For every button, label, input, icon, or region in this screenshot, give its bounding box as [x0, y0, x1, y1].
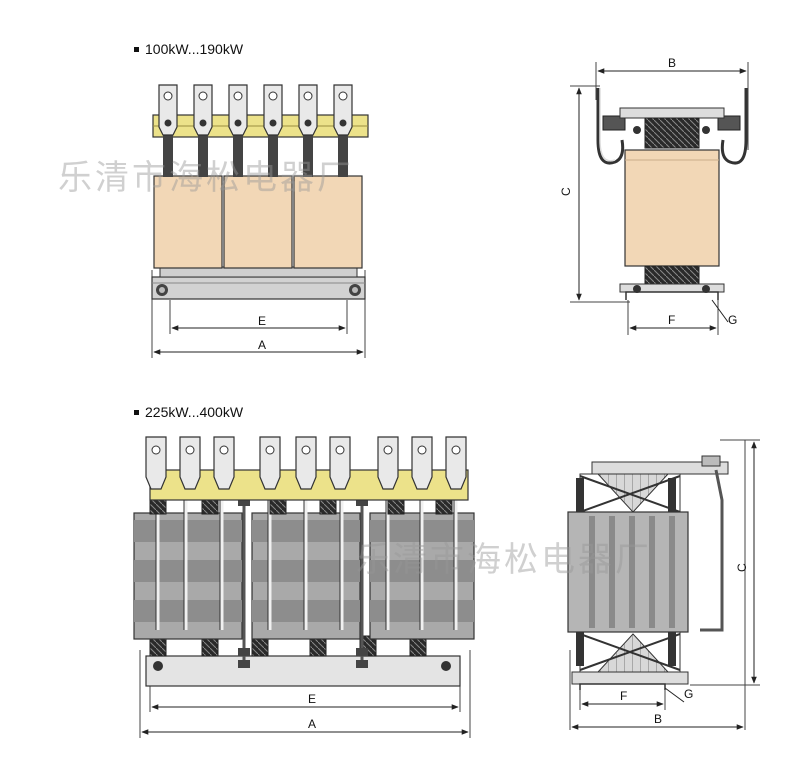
terminal-lug [193, 84, 213, 136]
terminal-lug [145, 436, 167, 490]
dim-label-c-small: C [559, 187, 573, 196]
dim-label-g-small: G [728, 313, 737, 327]
dim-label-f-large: F [620, 689, 627, 703]
terminal-lug [445, 436, 467, 490]
dim-label-f-small: F [668, 313, 675, 327]
dim-label-g-large: G [684, 687, 693, 701]
dim-label-e-small: E [258, 314, 266, 328]
heading-text-large: 225kW...400kW [145, 404, 244, 420]
terminal-lug [263, 84, 283, 136]
coil-side [624, 149, 720, 267]
dim-label-a-large: A [308, 717, 316, 731]
coil [153, 175, 223, 269]
terminal-lug [158, 84, 178, 136]
terminal-lug [298, 84, 318, 136]
mounting-bolt-icon [441, 661, 451, 671]
dim-label-b-small: B [668, 56, 676, 70]
terminal-lug [377, 436, 399, 490]
section-heading-large: 225kW...400kW [134, 404, 243, 420]
heading-text-small: 100kW...190kW [145, 41, 244, 57]
terminal-lug [179, 436, 201, 490]
large-front-view [133, 436, 475, 738]
coil [293, 175, 363, 269]
coil [223, 175, 293, 269]
small-side-view [570, 62, 749, 335]
mounting-bolt-icon [153, 661, 163, 671]
base-channel [151, 276, 366, 300]
terminal-lug [228, 84, 248, 136]
bolt-icon [702, 126, 710, 134]
section-heading-small: 100kW...190kW [134, 41, 243, 57]
coil-side [567, 511, 689, 633]
dim-label-a-small: A [258, 338, 266, 352]
terminal-lug [213, 436, 235, 490]
bullet-icon [134, 409, 139, 415]
coil-block [133, 512, 243, 640]
terminal-lug [329, 436, 351, 490]
small-front-view [151, 84, 369, 358]
dim-label-c-large: C [735, 563, 749, 572]
bolt-icon [633, 126, 641, 134]
terminal-lug [259, 436, 281, 490]
bullet-icon [134, 46, 139, 52]
terminal-lug [333, 84, 353, 136]
base-rail [145, 655, 461, 687]
bolt-icon [702, 285, 710, 293]
terminal-lug [411, 436, 433, 490]
large-side-view [567, 439, 760, 730]
dim-label-b-large: B [654, 712, 662, 726]
bolt-icon [633, 285, 641, 293]
dim-label-e-large: E [308, 692, 316, 706]
terminal-lug [295, 436, 317, 490]
